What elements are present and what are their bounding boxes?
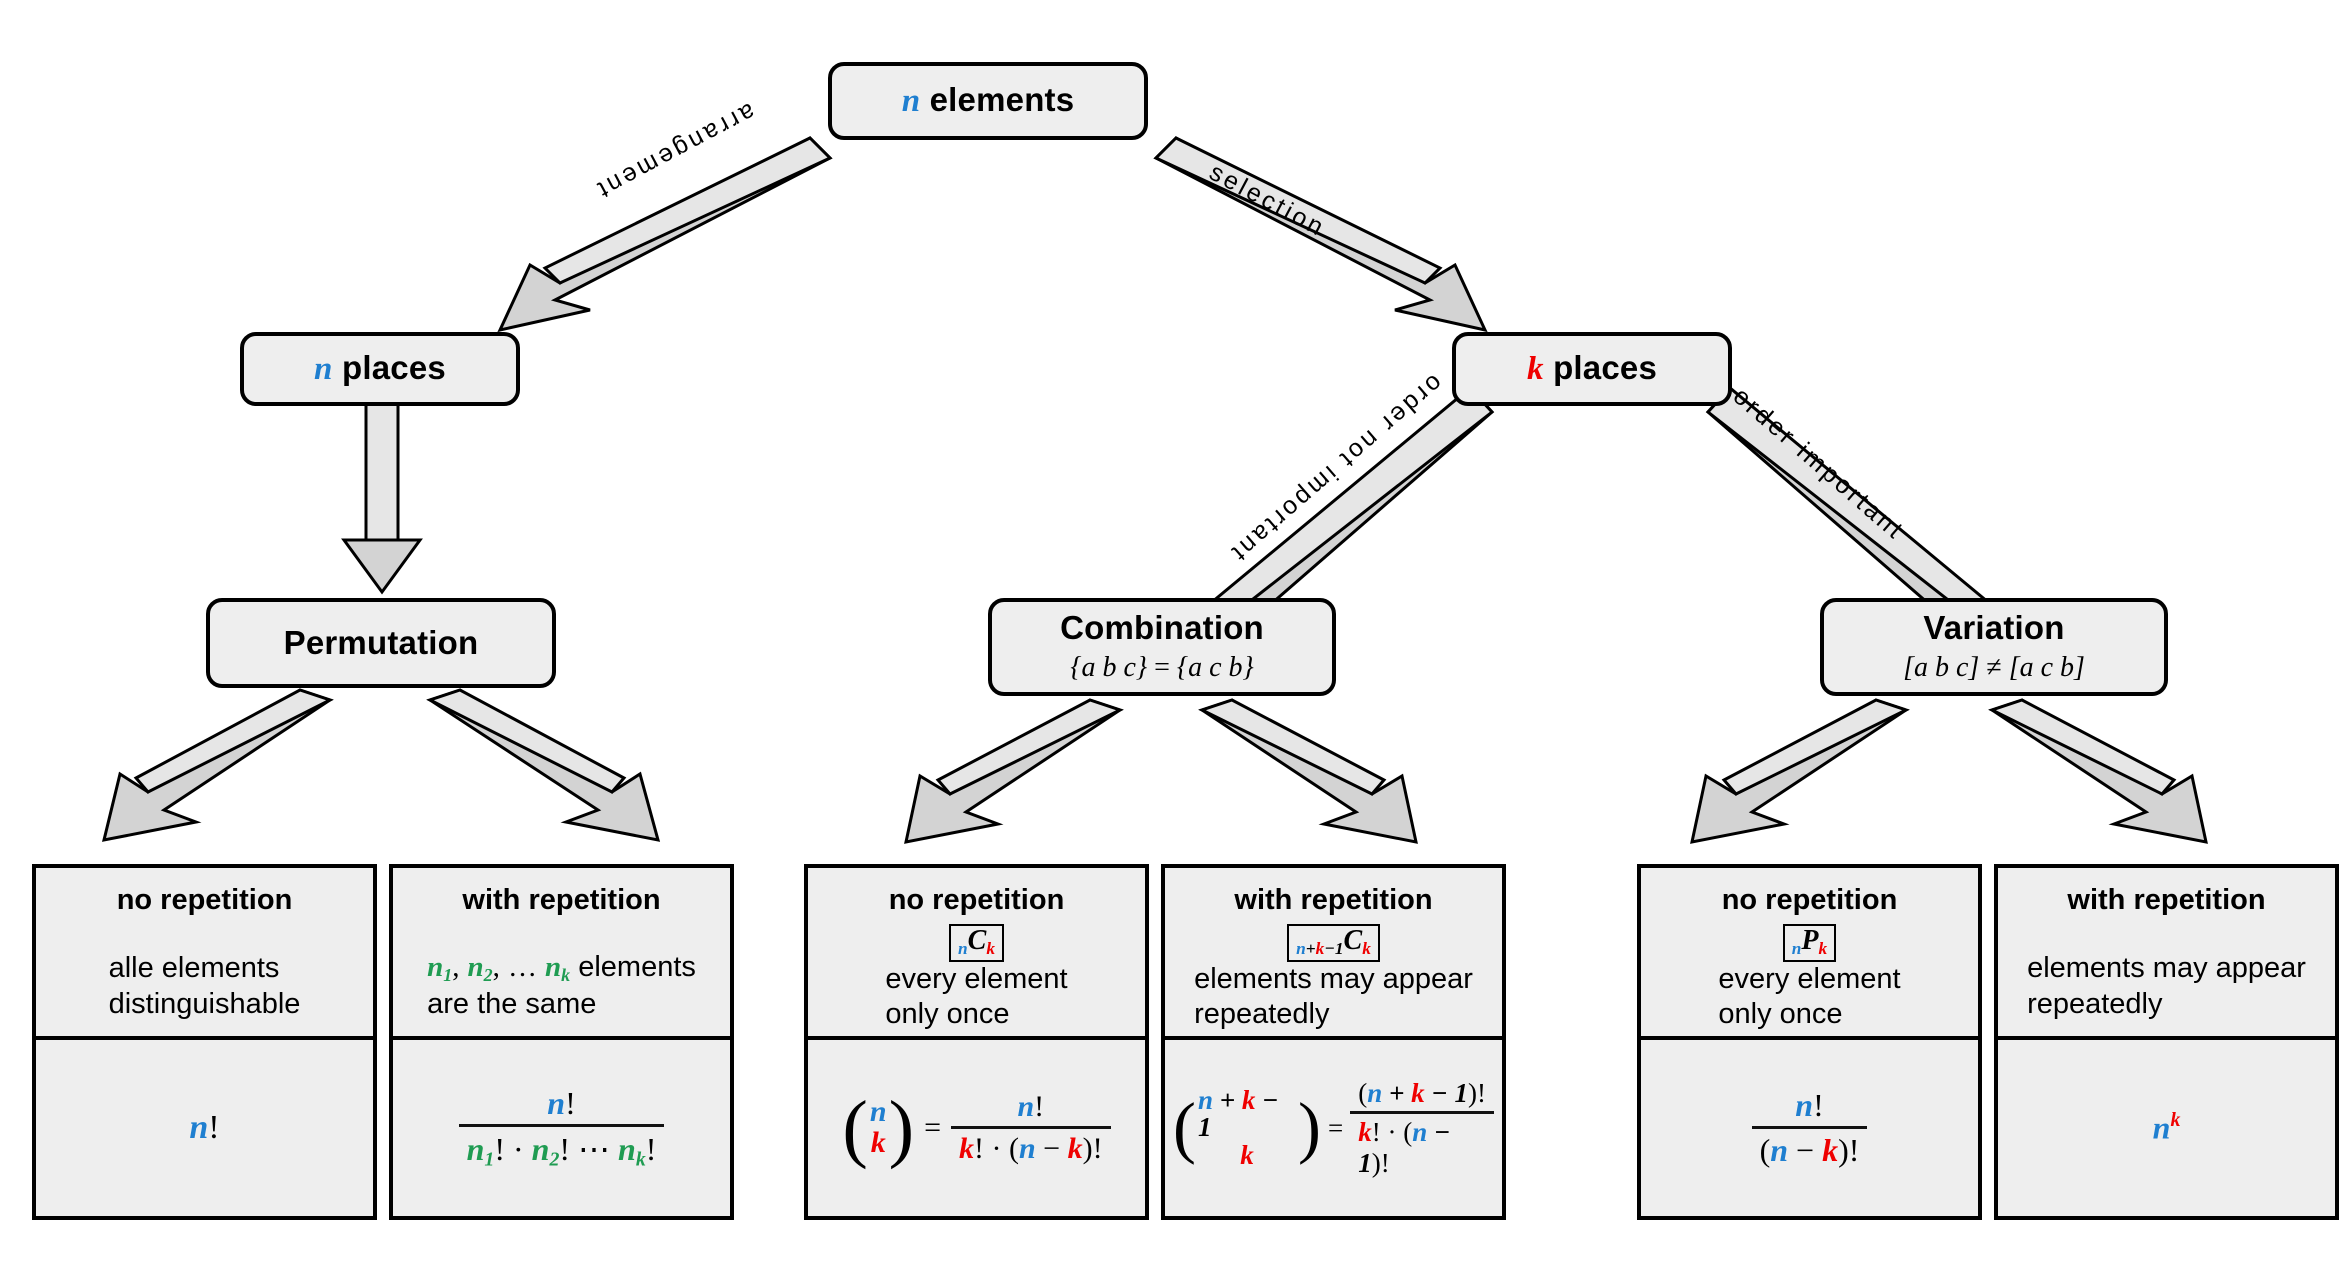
leaf-combination-with-repetition[interactable]: with repetition n+k−1Ck elements may app… [1161,864,1506,1220]
node-combination[interactable]: Combination {a b c} = {a c b} [988,598,1336,696]
arrow-arrangement [497,136,833,333]
node-variation-subtitle: [a b c] ≠ [a c b] [1903,652,2085,684]
node-combination-subtitle: {a b c} = {a c b} [1070,652,1254,684]
leaf-head: with repetition [2067,884,2266,916]
leaf-desc: n1, n2, … nk elements are the same [427,950,696,1020]
leaf-head: no repetition [888,884,1065,916]
arrow-n-places-to-permutation [341,378,423,595]
leaf-formula: ( n k ) = n! k! · (n − k)! [808,1040,1145,1216]
node-k-places[interactable]: k places [1452,332,1732,406]
leaf-desc: every element only once [1718,962,1901,1030]
leaf-head: no repetition [116,884,293,916]
notation-badge-npk1ck: n+k−1Ck [1287,924,1380,962]
arrow-combination-left [904,698,1124,844]
leaf-permutation-with-repetition[interactable]: with repetition n1, n2, … nk elements ar… [389,864,734,1220]
notation-badge-npk: nPk [1782,924,1837,962]
node-combination-title: Combination [1060,608,1264,646]
leaf-top: with repetition elements may appear repe… [1998,868,2335,1040]
node-permutation-title: Permutation [283,623,479,661]
leaf-variation-with-repetition[interactable]: with repetition elements may appear repe… [1994,864,2339,1220]
notation-badge-nck: nCk [948,924,1005,962]
arrow-variation-left [1690,698,1910,844]
node-variation-title: Variation [1923,608,2065,646]
leaf-head: with repetition [1234,884,1433,916]
arrow-combination-right [1198,698,1418,844]
leaf-top: no repetition nCk every element only onc… [808,868,1145,1040]
leaf-top: with repetition n+k−1Ck elements may app… [1165,868,1502,1040]
node-permutation[interactable]: Permutation [206,598,556,688]
leaf-formula: nk [2152,1109,2181,1146]
node-n-elements-label: n elements [901,81,1075,120]
leaf-formula: n! n1! · n2! ⋯ nk! [393,1040,730,1216]
leaf-variation-no-repetition[interactable]: no repetition nPk every element only onc… [1637,864,1982,1220]
node-n-elements[interactable]: n elements [828,62,1148,140]
leaf-top: no repetition nPk every element only onc… [1641,868,1978,1040]
leaf-combination-no-repetition[interactable]: no repetition nCk every element only onc… [804,864,1149,1220]
leaf-desc: elements may appear repeatedly [2027,952,2306,1020]
node-k-places-label: k places [1526,349,1658,388]
leaf-top: no repetition alle elements distinguisha… [36,868,373,1040]
arrow-variation-right [1988,698,2208,844]
leaf-permutation-no-repetition[interactable]: no repetition alle elements distinguisha… [32,864,377,1220]
leaf-head: with repetition [462,884,661,916]
leaf-desc: elements may appear repeatedly [1194,962,1473,1030]
leaf-head: no repetition [1721,884,1898,916]
arrow-permutation-right [426,688,661,842]
leaf-desc: alle elements distinguishable [108,952,301,1020]
arrow-selection [1153,136,1488,333]
leaf-formula: n! (n − k)! [1641,1040,1978,1216]
leaf-desc: every element only once [885,962,1068,1030]
leaf-formula: ( n + k − 1 k ) = (n + k − 1)! [1165,1040,1502,1216]
node-n-places-label: n places [314,349,446,388]
node-n-places[interactable]: n places [240,332,520,406]
leaf-formula: n! [189,1109,220,1146]
arrow-permutation-left [101,688,334,842]
node-variation[interactable]: Variation [a b c] ≠ [a c b] [1820,598,2168,696]
leaf-top: with repetition n1, n2, … nk elements ar… [393,868,730,1040]
